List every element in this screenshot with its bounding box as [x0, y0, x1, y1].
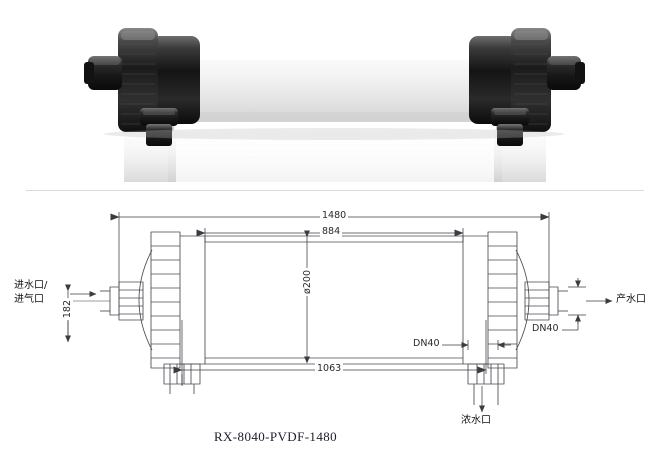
technical-drawing: 1480 884 ø200 182 1063 DN40 DN40 进水口/ 进气… [0, 190, 669, 430]
section-divider [26, 190, 644, 191]
left-end-cap [84, 28, 200, 146]
photo-shadow [104, 128, 564, 140]
right-end-cap [469, 28, 585, 146]
right-bottom-port [491, 108, 529, 146]
dimline-dn40-right [562, 278, 586, 331]
dimline-dn40-bottom [438, 340, 511, 350]
dimensioned-line-drawing [65, 212, 613, 413]
membrane-shell [168, 38, 504, 122]
dimline-1063 [173, 320, 487, 386]
left-axial-port [84, 56, 122, 90]
dimension-text-884: 884 [320, 226, 343, 237]
dimension-text-1480: 1480 [320, 210, 349, 221]
drawing-left-end-cap [100, 231, 205, 394]
callout-feed-inlet-line2: 进气口 [14, 294, 44, 305]
right-axial-port [547, 56, 585, 90]
drawing-right-end-cap [463, 231, 568, 405]
dimension-text-d200: ø200 [302, 268, 313, 296]
callout-permeate-outlet: 产水口 [616, 294, 646, 305]
dimension-text-1063: 1063 [315, 363, 344, 374]
callout-concentrate-outlet: 浓水口 [461, 415, 491, 426]
left-bottom-port [140, 108, 178, 146]
dimension-text-182: 182 [62, 298, 73, 321]
dimension-text-dn40-right: DN40 [530, 323, 561, 334]
model-caption: RX-8040-PVDF-1480 [213, 429, 338, 444]
dimension-text-dn40-bottom: DN40 [411, 338, 442, 349]
product-photo [0, 0, 669, 182]
dimline-182 [65, 284, 110, 343]
callout-feed-inlet-line1: 进水口/ [14, 280, 48, 291]
dimline-1480 [110, 212, 550, 286]
product-photo-illustration [84, 28, 585, 182]
